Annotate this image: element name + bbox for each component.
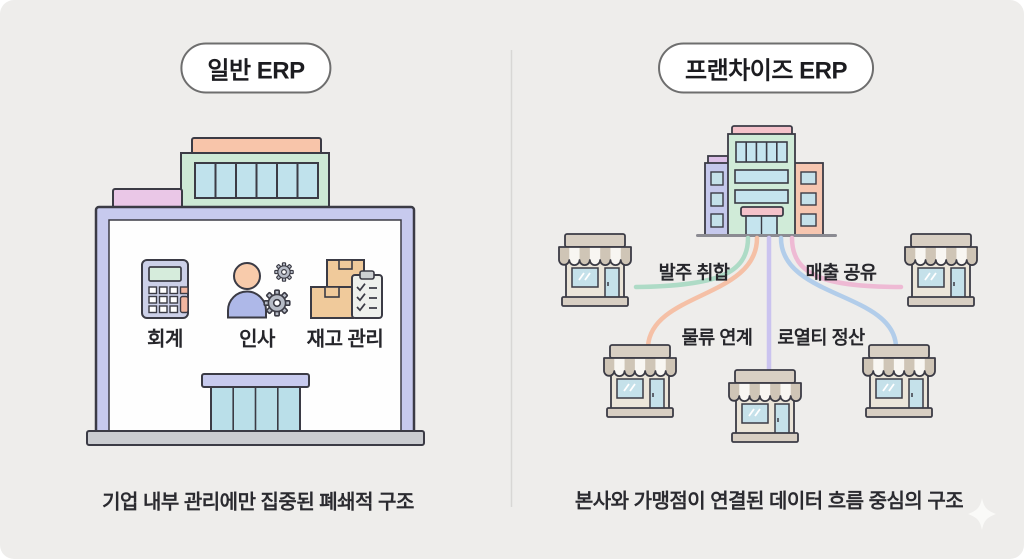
small-gear-icon — [274, 262, 294, 282]
storefront-icon-bottom-center — [728, 369, 802, 443]
connection-lines — [633, 235, 904, 375]
line-logistics-link — [645, 235, 760, 349]
line-order-aggregation — [633, 235, 751, 290]
storefront-icon-bottom-right — [862, 344, 936, 418]
boxes-clipboard-icon — [310, 259, 383, 319]
module-label-hr: 인사 — [239, 328, 275, 351]
calculator-icon — [141, 259, 189, 319]
rooftop-window-band — [194, 162, 319, 199]
left-panel-title: 일반 ERP — [180, 42, 332, 94]
connection-label-sales-sharing: 매출 공유 — [805, 262, 877, 283]
module-label-accounting: 회계 — [147, 328, 183, 351]
right-panel-title: 프랜차이즈 ERP — [658, 42, 874, 94]
person-gears-icon — [227, 262, 294, 319]
left-panel-caption: 기업 내부 관리에만 집중된 폐쇄적 구조 — [102, 491, 414, 514]
storefront-icon-top-left — [558, 233, 632, 307]
connection-label-order-aggregation: 발주 취합 — [658, 262, 730, 283]
headquarters-building-icon — [696, 125, 837, 237]
large-gear-icon — [263, 289, 291, 317]
building-door — [201, 373, 310, 433]
module-label-inventory: 재고 관리 — [306, 328, 384, 351]
connection-label-royalty-settlement: 로열티 정산 — [777, 327, 865, 348]
office-building-icon — [86, 137, 425, 446]
storefront-icon-bottom-left — [603, 344, 677, 418]
sparkle-icon — [968, 498, 996, 530]
connection-label-logistics-link: 물류 연계 — [681, 327, 753, 348]
line-sales-sharing — [789, 235, 904, 290]
right-panel-caption: 본사와 가맹점이 연결된 데이터 흐름 중심의 구조 — [574, 490, 964, 513]
storefront-icon-top-right — [904, 233, 978, 307]
line-royalty-settlement — [778, 235, 899, 349]
